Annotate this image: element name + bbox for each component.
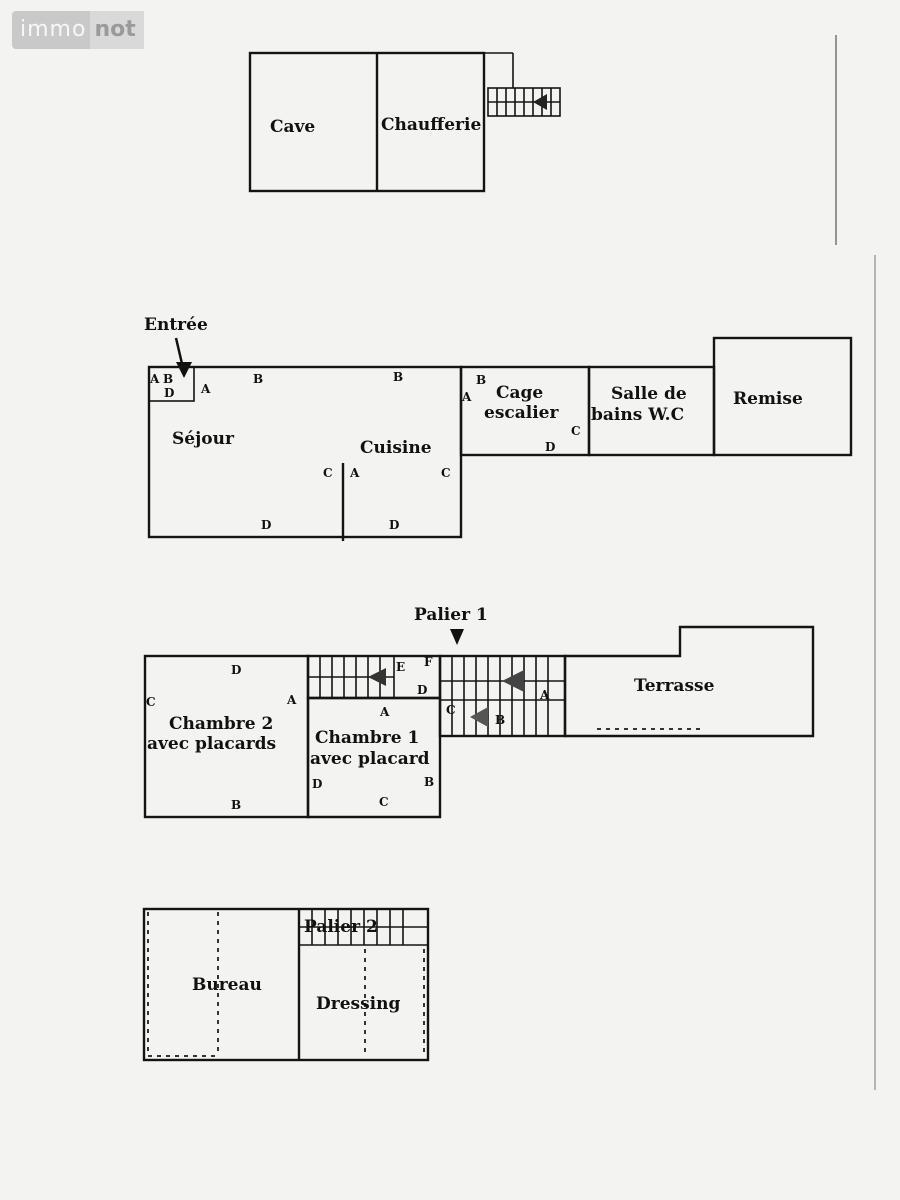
wall-mark-c: C <box>323 466 333 480</box>
label-palier-2: Palier 2 <box>304 917 378 937</box>
wall-mark-f: F <box>424 655 433 669</box>
wall-mark-d: D <box>261 518 271 532</box>
room-label-dressing: Dressing <box>316 994 400 1014</box>
wall-mark-b: B <box>163 372 173 386</box>
wall-mark-d: D <box>389 518 399 532</box>
first-level: Palier 1 <box>143 605 815 819</box>
wall-mark-c: C <box>146 695 156 709</box>
wall-mark-d: D <box>545 440 555 454</box>
palier-arrow-icon <box>450 629 464 645</box>
wall-mark-b: B <box>231 798 241 812</box>
wall-mark-a: A <box>461 390 472 404</box>
stair-arrow-icon <box>368 668 386 686</box>
wall-mark-a: A <box>349 466 360 480</box>
wall-mark-d: D <box>164 386 174 400</box>
wall-mark-a: A <box>149 372 160 386</box>
wall-mark-b: B <box>253 372 263 386</box>
stair-arrow-icon <box>470 707 488 727</box>
room-label-cave: Cave <box>270 117 315 137</box>
remise-outline <box>712 336 853 457</box>
attic-outline <box>142 907 430 1062</box>
watermark-text-not: not <box>90 11 144 49</box>
room-label-salle-2: bains W.C <box>591 405 684 425</box>
wall-mark-b: B <box>424 775 434 789</box>
stair-arrow-icon <box>533 94 547 110</box>
room-label-sejour: Séjour <box>172 429 235 449</box>
first-stair-treads-right <box>440 656 565 736</box>
terrasse-outline <box>563 625 815 738</box>
ground-level: Entrée Séjour Cuisine Cage escalier Sall… <box>144 315 853 541</box>
wall-mark-b: B <box>495 713 505 727</box>
room-label-bureau: Bureau <box>192 975 262 995</box>
room-label-chambre-2-2: avec placards <box>147 734 276 754</box>
label-entree: Entrée <box>144 315 208 335</box>
wall-mark-e: E <box>396 660 405 674</box>
immonot-watermark-logo: immo not <box>12 11 158 49</box>
wall-mark-d: D <box>312 777 322 791</box>
room-label-cuisine: Cuisine <box>360 438 432 458</box>
wall-mark-a: A <box>200 382 211 396</box>
wall-mark-a: A <box>539 688 550 702</box>
watermark-text-immo: immo <box>12 11 91 49</box>
wall-mark-a: A <box>286 693 297 707</box>
wall-mark-c: C <box>441 466 451 480</box>
room-label-terrasse: Terrasse <box>634 676 715 696</box>
stair-arrow-icon <box>502 670 524 692</box>
room-label-salle-1: Salle de <box>611 384 687 404</box>
basement-outline <box>248 51 486 193</box>
attic-stair-treads <box>299 909 428 945</box>
wall-mark-b: B <box>393 370 403 384</box>
wall-mark-c: C <box>379 795 389 809</box>
room-label-remise: Remise <box>733 389 803 409</box>
wall-mark-b: B <box>476 373 486 387</box>
wall-mark-a: A <box>379 705 390 719</box>
attic-level: Palier 2 Bureau Dressing <box>142 907 430 1062</box>
room-label-cage-1: Cage <box>496 383 543 403</box>
basement-stair-treads <box>488 88 560 116</box>
room-label-cage-2: escalier <box>484 403 559 423</box>
entree-vestibule <box>148 366 195 402</box>
room-label-chaufferie: Chaufferie <box>381 115 481 135</box>
wall-mark-d: D <box>231 663 241 677</box>
room-label-chambre-1-2: avec placard <box>310 749 430 769</box>
wall-mark-d: D <box>417 683 427 697</box>
room-label-chambre-1-1: Chambre 1 <box>315 728 419 748</box>
label-palier-1: Palier 1 <box>414 605 488 625</box>
entrance-arrow-head-icon <box>176 362 192 378</box>
wall-mark-c: C <box>446 703 456 717</box>
basement-level: Cave Chaufferie <box>248 51 561 193</box>
room-label-chambre-2-1: Chambre 2 <box>169 714 273 734</box>
wall-mark-c: C <box>571 424 581 438</box>
